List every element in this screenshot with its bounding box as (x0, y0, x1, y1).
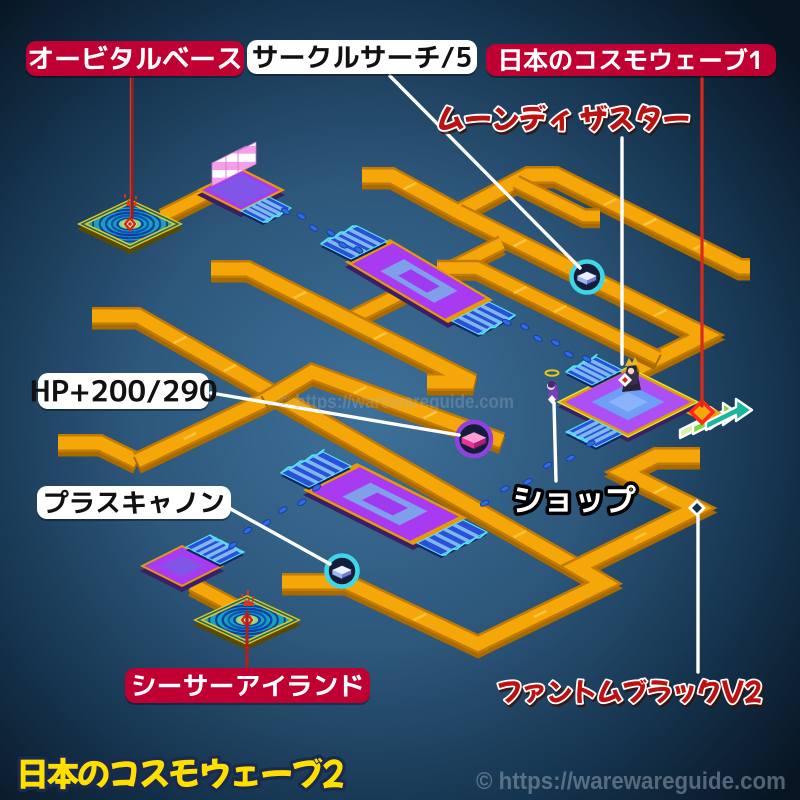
svg-text:© https://warewareguide.com: © https://warewareguide.com (476, 768, 786, 795)
svg-text:© https://warewareguide.com: © https://warewareguide.com (278, 392, 514, 413)
